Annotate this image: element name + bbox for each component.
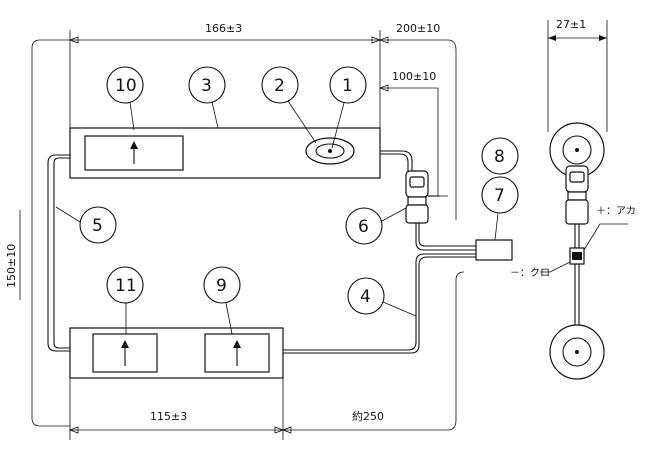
- svg-text:1: 1: [342, 76, 353, 96]
- callout-9: 9: [203, 266, 241, 335]
- cable-5: [47, 154, 70, 352]
- callout-3: 3: [188, 66, 226, 129]
- callout-8: 8: [481, 137, 519, 175]
- indicator-lamp-inner: [315, 143, 345, 159]
- callout-7: 7: [481, 176, 519, 241]
- svg-text:10: 10: [115, 76, 137, 96]
- dim-top-right-label: 200±10: [396, 22, 440, 35]
- dimension-left-height: 150±10: [5, 39, 70, 427]
- callout-1: 1: [329, 66, 367, 149]
- side-view: 27±1 ＋：アカ －：クロ: [510, 18, 636, 380]
- junction-box: [475, 239, 513, 261]
- dim-left-height-label: 150±10: [5, 244, 18, 288]
- side-bottom-disc-inner: [562, 337, 592, 367]
- dim-side-width-label: 27±1: [556, 18, 586, 31]
- svg-text:7: 7: [494, 186, 505, 206]
- callout-5: 5: [55, 206, 117, 244]
- svg-text:6: 6: [358, 217, 369, 237]
- callout-4: 4: [347, 277, 417, 317]
- plus-red-label: ＋：アカ: [596, 205, 636, 217]
- bottom-meter-right-arrow-icon: [233, 340, 241, 348]
- svg-text:2: 2: [274, 76, 285, 96]
- side-top-disc-inner: [562, 135, 592, 165]
- indicator-lamp-dot: [328, 149, 332, 153]
- top-meter-arrow-icon: [130, 141, 138, 149]
- svg-text:5: 5: [92, 216, 103, 236]
- svg-text:3: 3: [201, 76, 212, 96]
- cable-plug-to-box: [415, 222, 476, 251]
- svg-text:9: 9: [216, 276, 227, 296]
- bottom-meter-left-arrow-icon: [121, 340, 129, 348]
- top-panel: [69, 127, 381, 179]
- bottom-panel: [69, 327, 284, 379]
- dimension-top-right: 200±10: [378, 22, 457, 220]
- callout-11: 11: [106, 266, 144, 334]
- svg-text:8: 8: [494, 147, 505, 167]
- dim-bottom-width-label: 115±3: [150, 410, 187, 423]
- cable-4: [283, 253, 476, 354]
- dim-inner-right-label: 100±10: [392, 70, 436, 83]
- dim-bottom-right-label: 約250: [352, 409, 384, 423]
- minus-black-label: －：クロ: [510, 267, 550, 279]
- svg-text:11: 11: [115, 276, 137, 296]
- svg-text:4: 4: [360, 287, 371, 307]
- dimension-top-width: 166±3: [68, 22, 382, 128]
- plug-connector: [405, 170, 440, 224]
- dimension-bottom-right: 約250: [281, 271, 465, 434]
- dimension-inner-right: 100±10: [378, 70, 448, 197]
- callout-2: 2: [261, 66, 317, 144]
- cable-top-to-plug: [380, 150, 413, 171]
- dim-top-width-label: 166±3: [205, 22, 242, 35]
- callout-6: 6: [345, 207, 407, 245]
- callout-10: 10: [106, 66, 144, 131]
- dimension-bottom-width: 115±3: [68, 378, 285, 440]
